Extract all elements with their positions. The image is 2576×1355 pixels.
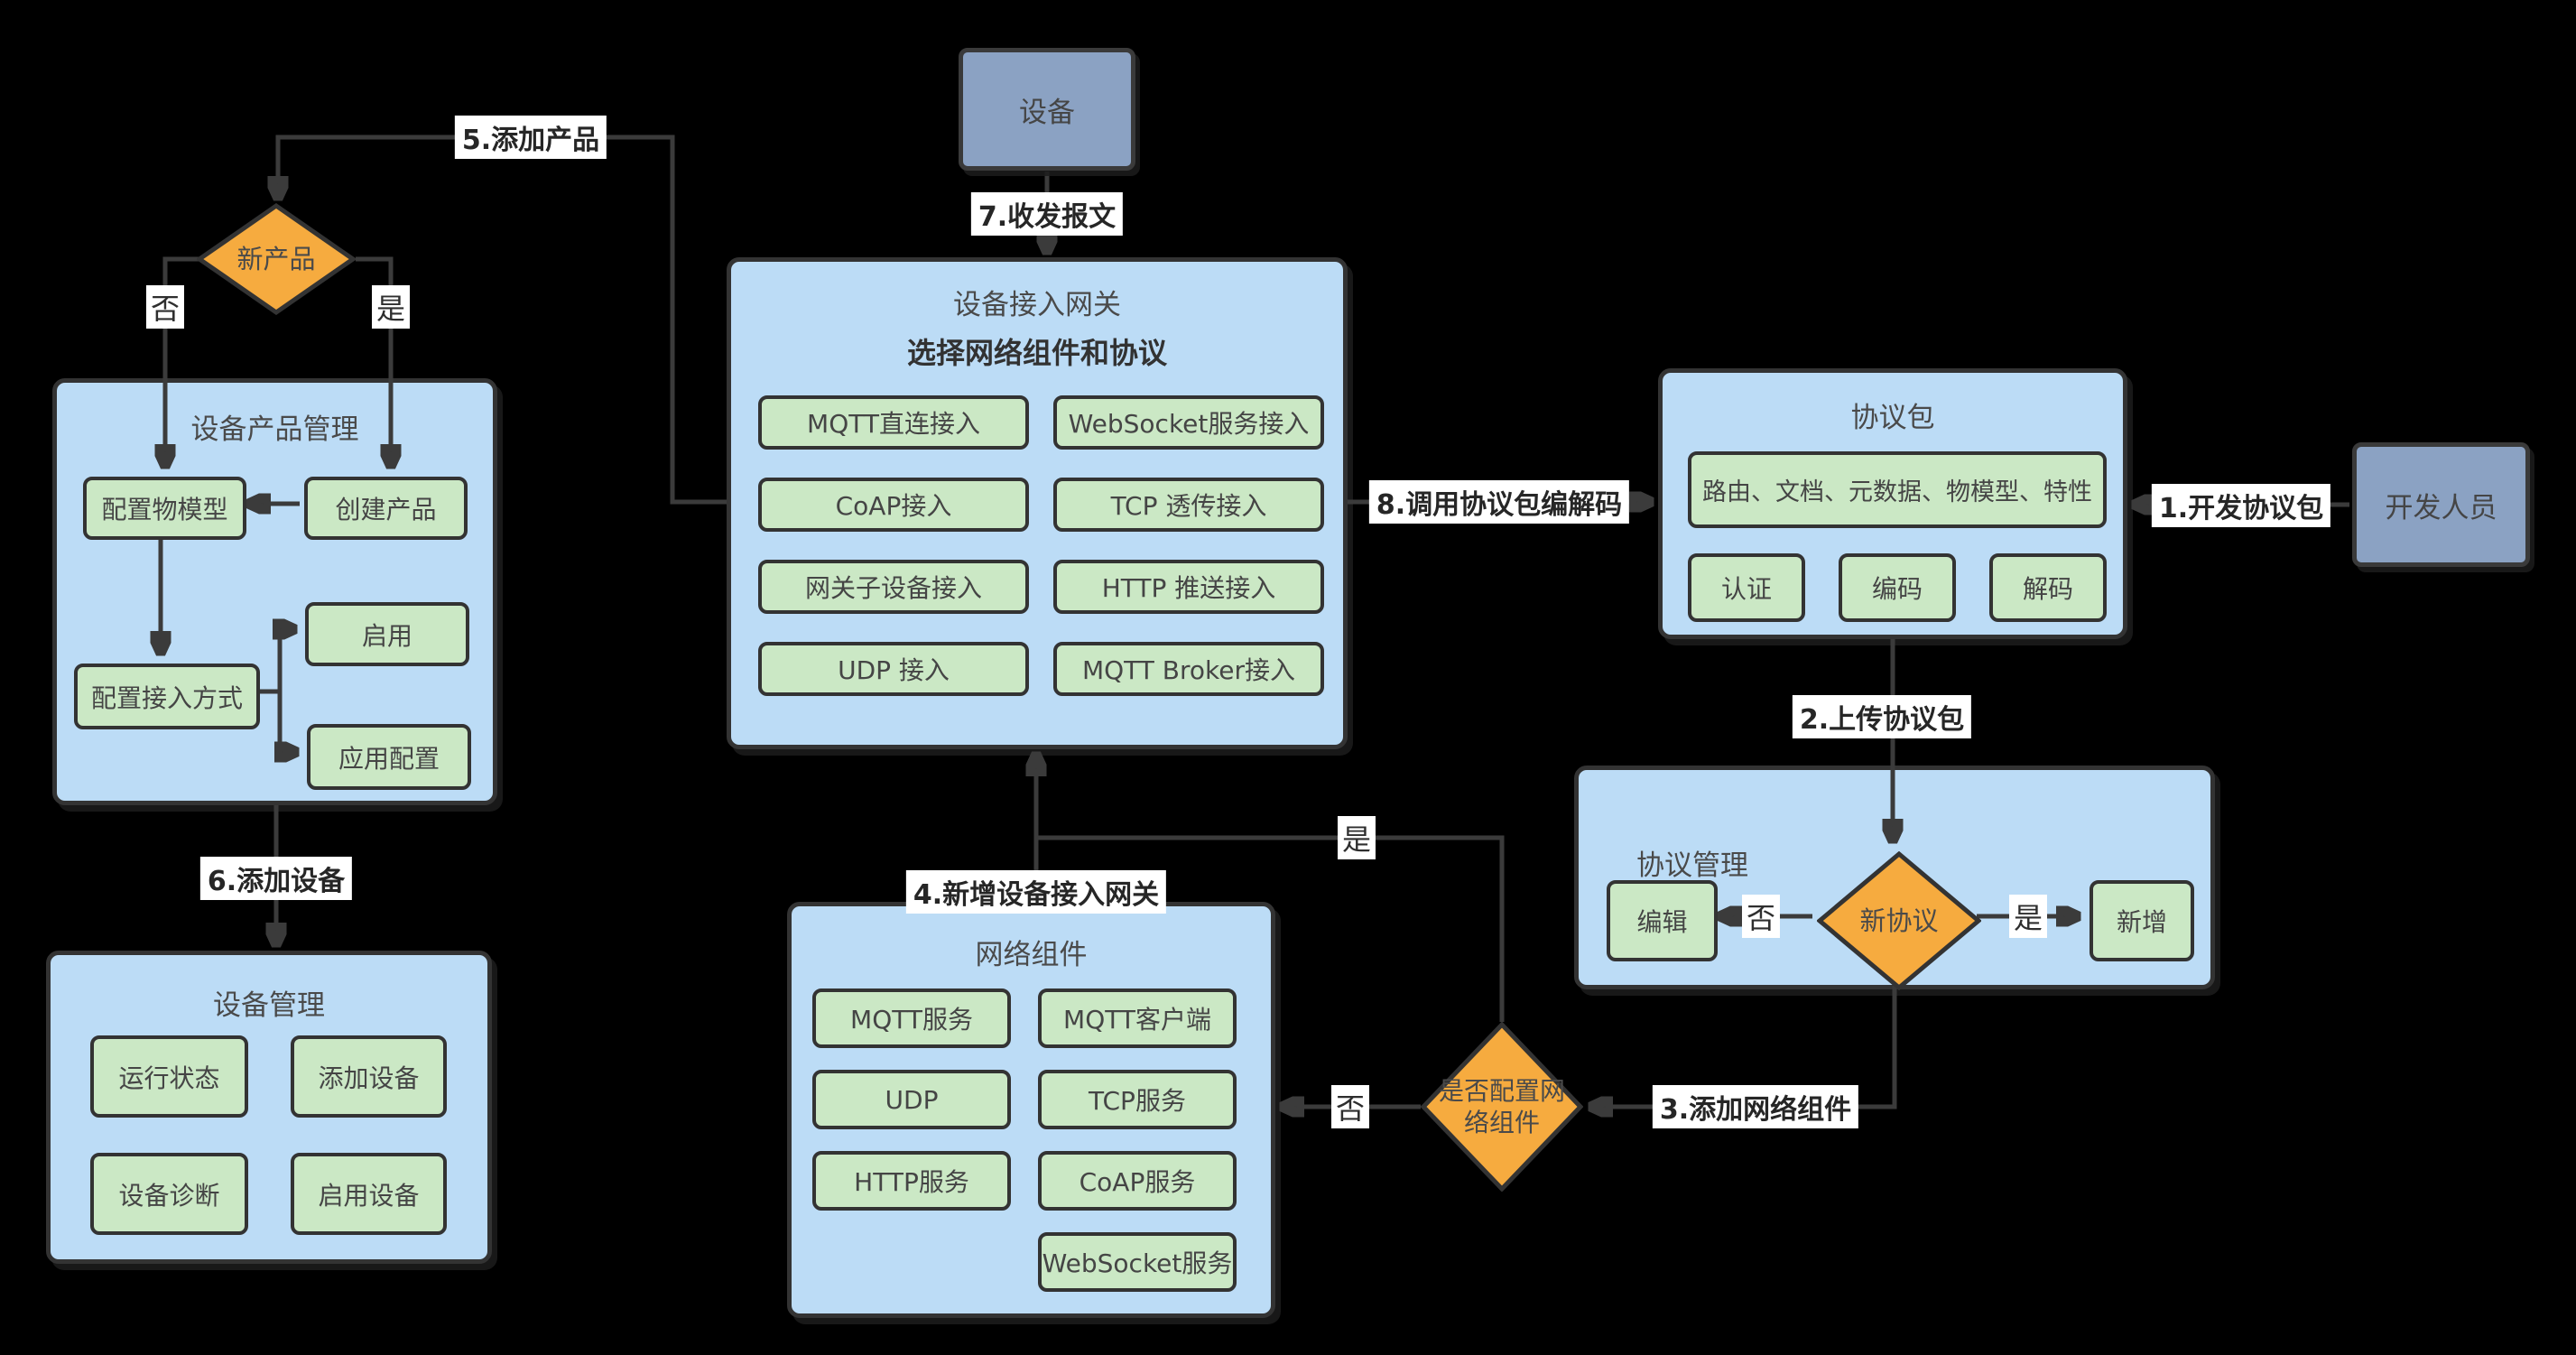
diamond-shape <box>197 203 356 315</box>
run-status-item: 运行状态 <box>90 1035 248 1118</box>
protocol-capabilities-item: 路由、文档、元数据、物模型、特性 <box>1688 451 2107 528</box>
enable-device-item: 启用设备 <box>291 1153 447 1235</box>
network-comp-box: 网络组件 MQTT服务 MQTT客户端 UDP TCP服务 HTTP服务 CoA… <box>787 902 1275 1318</box>
auth-item: 认证 <box>1688 553 1805 622</box>
edge-label-step4: 4.新增设备接入网关 <box>905 870 1167 914</box>
edge-label-yes-new-product: 是 <box>371 285 411 329</box>
protocol-pkg-title: 协议包 <box>1850 402 1935 434</box>
edge-gateway-to-new-product <box>278 135 727 505</box>
edge-label-step7: 7.收发报文 <box>970 192 1124 236</box>
configure-network-decision: 是否配置网 络组件 <box>1421 1022 1583 1192</box>
edge-label-yes-config-network: 是 <box>1337 816 1376 859</box>
device-mgmt-box: 设备管理 运行状态 添加设备 设备诊断 启用设备 <box>46 951 492 1264</box>
udp-item: UDP <box>812 1070 1011 1129</box>
developer-label: 开发人员 <box>2385 491 2497 524</box>
edge-config-network-yes-loop <box>1036 835 1505 1022</box>
gateway-item-subdevice: 网关子设备接入 <box>758 560 1029 614</box>
device-mgmt-title: 设备管理 <box>213 989 325 1022</box>
edge-new-product-yes-to-create-product <box>356 256 391 465</box>
coap-service-item: CoAP服务 <box>1038 1151 1237 1211</box>
add-item: 新增 <box>2090 880 2194 961</box>
edge-label-step6: 6.添加设备 <box>199 857 353 900</box>
edge-new-product-no-to-config-model <box>165 256 199 465</box>
protocol-mgmt-title: 协议管理 <box>1636 849 1748 882</box>
gateway-item-tcp-passthrough: TCP 透传接入 <box>1053 478 1324 532</box>
config-model-item: 配置物模型 <box>83 477 246 540</box>
edge-label-no-config-network: 否 <box>1330 1085 1370 1128</box>
new-protocol-label: 新协议 <box>1859 905 1939 936</box>
app-config-item: 应用配置 <box>307 724 471 790</box>
gateway-item-udp: UDP 接入 <box>758 642 1029 696</box>
create-product-item: 创建产品 <box>304 477 468 540</box>
configure-network-label: 是否配置网 络组件 <box>1438 1076 1565 1137</box>
gateway-item-mqtt-direct: MQTT直连接入 <box>758 395 1029 450</box>
enable-item: 启用 <box>305 602 469 666</box>
gateway-title: 设备接入网关 <box>953 289 1121 321</box>
edge-label-no-new-protocol: 否 <box>1741 895 1781 938</box>
new-protocol-decision: 新协议 <box>1817 851 1981 990</box>
edge-config-access-to-app-config <box>280 691 295 752</box>
device-diag-item: 设备诊断 <box>90 1153 248 1235</box>
gateway-item-coap: CoAP接入 <box>758 478 1029 532</box>
protocol-pkg-box: 协议包 路由、文档、元数据、物模型、特性 认证 编码 解码 <box>1658 368 2127 639</box>
gateway-box: 设备接入网关 选择网络组件和协议 MQTT直连接入 WebSocket服务接入 … <box>727 257 1348 749</box>
gateway-item-http-push: HTTP 推送接入 <box>1053 560 1324 614</box>
product-mgmt-title: 设备产品管理 <box>190 413 359 446</box>
developer-node: 开发人员 <box>2352 442 2530 567</box>
tcp-service-item: TCP服务 <box>1038 1070 1237 1129</box>
device-label: 设备 <box>1019 96 1075 129</box>
add-device-item: 添加设备 <box>291 1035 447 1118</box>
mqtt-service-item: MQTT服务 <box>812 988 1011 1048</box>
new-product-label: 新产品 <box>236 243 316 274</box>
websocket-service-item: WebSocket服务 <box>1038 1232 1237 1292</box>
product-mgmt-box: 设备产品管理 配置物模型 创建产品 启用 配置接入方式 应用配置 <box>52 378 497 805</box>
edit-item: 编辑 <box>1607 880 1718 961</box>
network-comp-title: 网络组件 <box>975 939 1088 971</box>
edge-label-step2: 2.上传协议包 <box>1792 695 1972 738</box>
gateway-subtitle: 选择网络组件和协议 <box>906 336 1167 370</box>
mqtt-client-item: MQTT客户端 <box>1038 988 1237 1048</box>
gateway-item-mqtt-broker: MQTT Broker接入 <box>1053 642 1324 696</box>
new-product-decision: 新产品 <box>197 203 356 315</box>
edge-label-step5: 5.添加产品 <box>454 116 607 159</box>
diamond-shape <box>1421 1022 1583 1192</box>
edge-label-step8: 8.调用协议包编解码 <box>1368 480 1630 524</box>
decode-item: 解码 <box>1989 553 2107 622</box>
gateway-item-websocket: WebSocket服务接入 <box>1053 395 1324 450</box>
device-node: 设备 <box>959 48 1135 171</box>
config-access-item: 配置接入方式 <box>74 664 260 729</box>
encode-item: 编码 <box>1839 553 1956 622</box>
edge-label-no-new-product: 否 <box>145 285 185 329</box>
edge-label-yes-new-protocol: 是 <box>2008 895 2048 938</box>
http-service-item: HTTP服务 <box>812 1151 1011 1211</box>
edge-config-access-to-enable <box>255 629 293 694</box>
edge-label-step3: 3.添加网络组件 <box>1652 1085 1859 1128</box>
diamond-shape <box>1817 851 1981 990</box>
edge-label-step1: 1.开发协议包 <box>2151 484 2331 527</box>
